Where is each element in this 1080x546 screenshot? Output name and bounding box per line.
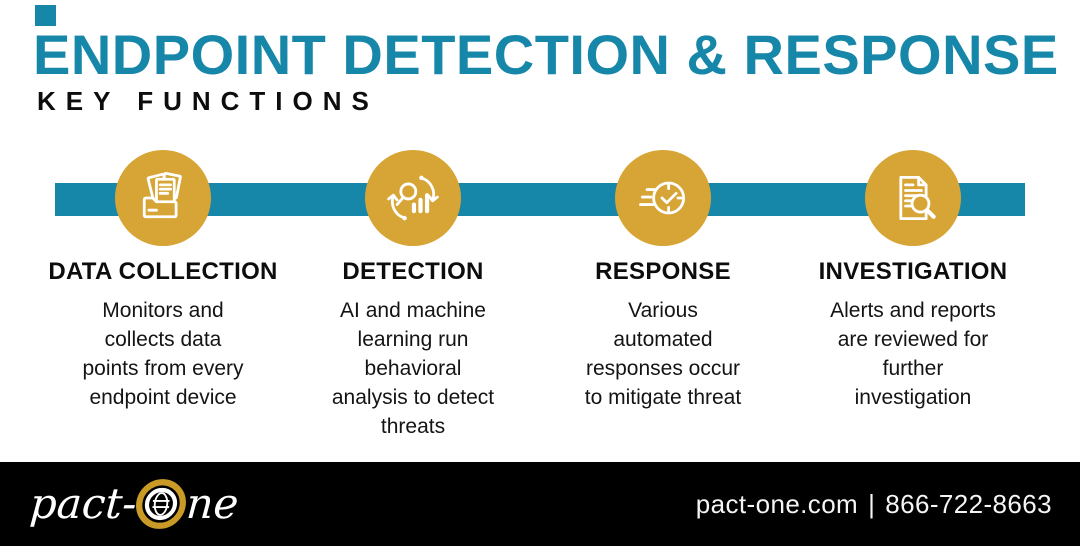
function-description: Various automated responses occur to mit… bbox=[584, 299, 742, 409]
response-circle bbox=[615, 150, 711, 246]
function-column-detection: DETECTION AI and machine learning run be… bbox=[285, 258, 541, 442]
website-text: pact-one.com bbox=[695, 488, 859, 519]
function-column-response: RESPONSE Various automated responses occ… bbox=[535, 258, 791, 413]
contact-separator: | bbox=[868, 488, 876, 519]
page-subtitle: KEY FUNCTIONS bbox=[37, 86, 379, 116]
folder-documents-icon bbox=[142, 171, 182, 219]
page-title: ENDPOINT DETECTION & RESPONSE bbox=[33, 23, 1059, 86]
globe-ring-icon bbox=[135, 479, 186, 529]
function-description: Alerts and reports are reviewed for furt… bbox=[830, 299, 996, 409]
logo-text-after: ne bbox=[184, 479, 241, 528]
corner-accent-square bbox=[35, 5, 56, 26]
function-description: AI and machine learning run behavioral a… bbox=[331, 299, 495, 438]
function-heading: DETECTION bbox=[342, 258, 484, 285]
logo-text-before: pact- bbox=[28, 479, 139, 528]
timeline-bar bbox=[55, 183, 1025, 216]
function-column-investigation: INVESTIGATION Alerts and reports are rev… bbox=[785, 258, 1041, 413]
function-description: Monitors and collects data points from e… bbox=[82, 299, 244, 409]
function-heading: DATA COLLECTION bbox=[48, 258, 278, 285]
detection-circle bbox=[365, 150, 461, 246]
footer-bar: pact- ne pact-one.com | 866-722-8663 bbox=[0, 462, 1080, 546]
phone-number: 866-722-8663 bbox=[885, 488, 1052, 519]
report-magnifier-icon bbox=[899, 175, 936, 221]
analysis-cycle-icon bbox=[387, 175, 439, 221]
function-heading: INVESTIGATION bbox=[818, 258, 1008, 285]
data-collection-circle bbox=[115, 150, 211, 246]
function-heading: RESPONSE bbox=[595, 258, 731, 285]
footer-contact: pact-one.com | 866-722-8663 bbox=[696, 489, 1052, 520]
investigation-circle bbox=[865, 150, 961, 246]
pact-one-logo: pact- ne bbox=[28, 476, 240, 532]
fast-clock-icon bbox=[639, 181, 686, 215]
function-column-data-collection: DATA COLLECTION Monitors and collects da… bbox=[35, 258, 291, 413]
